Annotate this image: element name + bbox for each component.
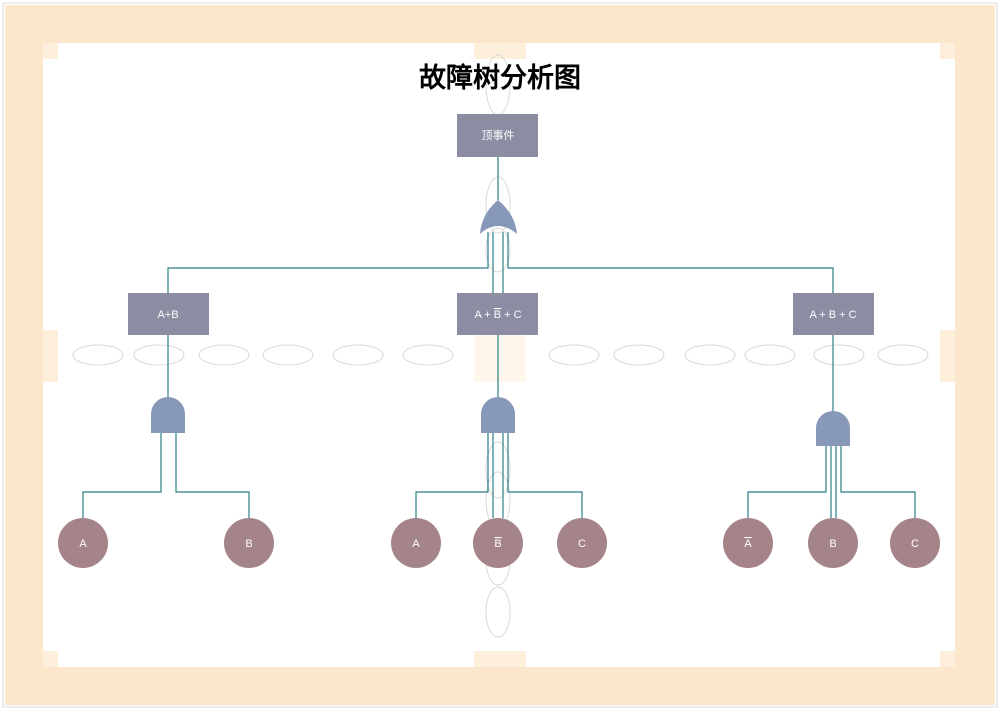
basic-event-label: B: [829, 538, 836, 550]
and-gate-icon-middle: [481, 397, 515, 433]
or-gate-icon: [480, 200, 517, 234]
basic-event[interactable]: A: [58, 518, 108, 568]
basic-event[interactable]: A: [723, 518, 773, 568]
negated-b: B: [494, 309, 501, 321]
basic-events: A B A B C A B C: [58, 518, 940, 568]
basic-event[interactable]: B: [473, 518, 523, 568]
basic-event[interactable]: C: [557, 518, 607, 568]
basic-event-label-negated: A: [744, 538, 752, 550]
basic-event-label: C: [911, 538, 919, 550]
connector-lines: [82, 157, 916, 518]
intermediate-event-right[interactable]: A + B + C: [793, 293, 874, 335]
basic-event[interactable]: A: [391, 518, 441, 568]
basic-event[interactable]: B: [808, 518, 858, 568]
intermediate-event-right-label: A + B + C: [809, 309, 856, 321]
diagram-title: 故障树分析图: [419, 63, 581, 94]
and-gate-icon-right: [816, 411, 850, 446]
and-gate-icon-left: [151, 397, 185, 433]
basic-event-label: B: [245, 538, 252, 550]
basic-event[interactable]: B: [224, 518, 274, 568]
top-event[interactable]: 顶事件: [457, 114, 538, 157]
basic-event[interactable]: C: [890, 518, 940, 568]
basic-event-label: A: [412, 538, 420, 550]
intermediate-event-left-label: A+B: [157, 309, 178, 321]
basic-event-label-negated: B: [494, 538, 501, 550]
basic-event-label: C: [578, 538, 586, 550]
intermediate-event-left[interactable]: A+B: [128, 293, 209, 335]
top-event-label: 顶事件: [482, 129, 515, 142]
intermediate-event-middle[interactable]: A + B + C: [457, 293, 538, 335]
basic-event-label: A: [79, 538, 87, 550]
intermediate-event-middle-label: A + B + C: [474, 309, 521, 321]
